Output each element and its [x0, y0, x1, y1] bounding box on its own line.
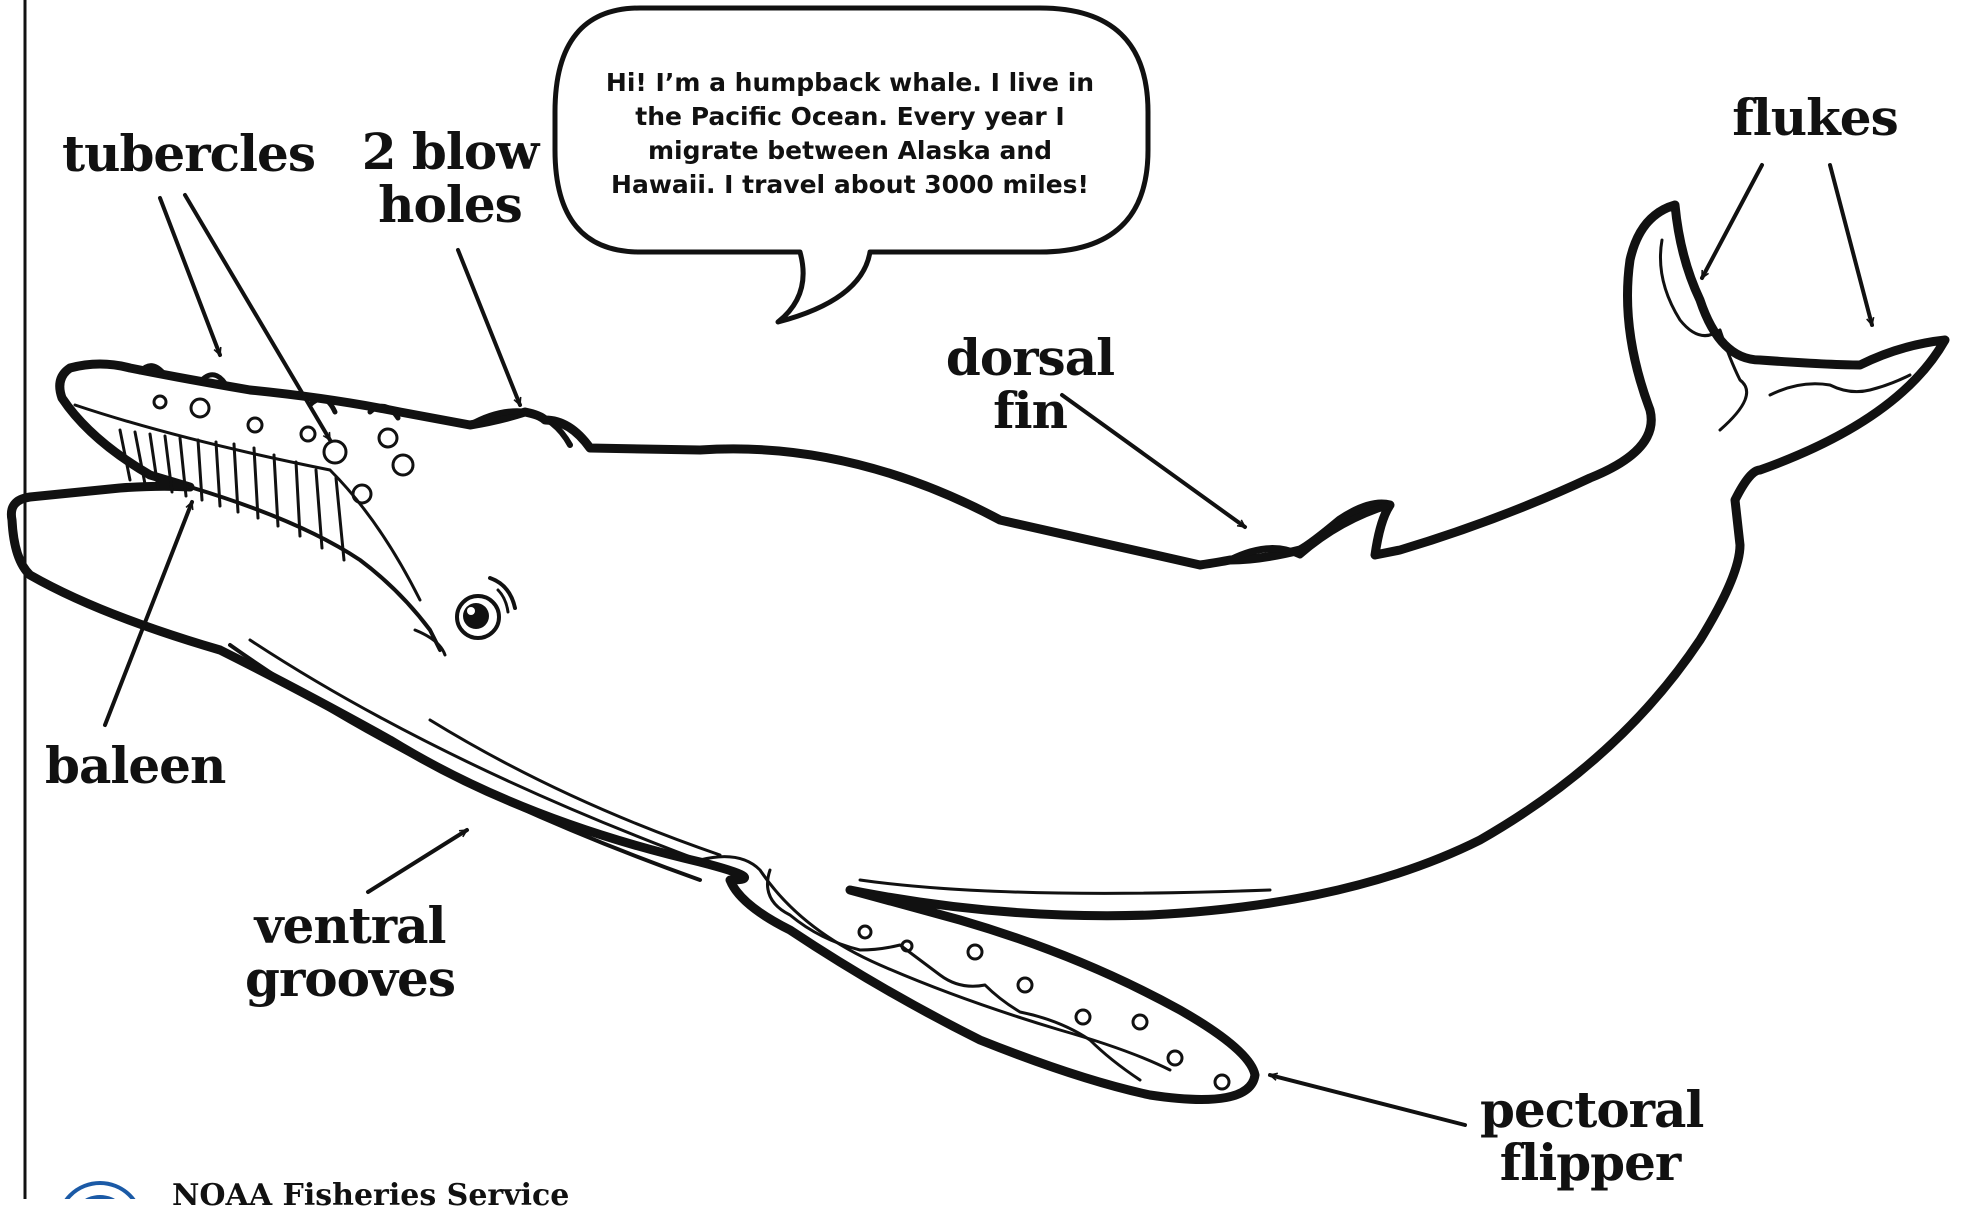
- label-dorsal-fin: dorsal fin: [910, 332, 1150, 437]
- whale-eye-glint: [467, 607, 475, 615]
- dorsal-fin: [1230, 505, 1390, 560]
- label-flukes: flukes: [1730, 92, 1900, 145]
- arrow-blow-holes: [458, 250, 520, 405]
- label-baleen: baleen: [45, 740, 215, 793]
- whale-eyelash: [498, 590, 508, 612]
- arrow-tubercles-1: [160, 198, 220, 355]
- label-ventral-grooves-line1: ventral: [245, 900, 455, 953]
- noaa-logo-icon: [58, 1183, 142, 1199]
- label-blow-holes-line2: holes: [350, 179, 550, 232]
- label-pectoral-flipper-line2: flipper: [1480, 1137, 1700, 1190]
- label-ventral-grooves: ventral grooves: [245, 900, 455, 1005]
- flipper-pattern: [768, 870, 1141, 1080]
- arrow-flukes-2: [1830, 165, 1872, 325]
- baleen-plates: [75, 405, 420, 600]
- ventral-groove-line-2: [250, 640, 720, 868]
- arrow-flukes-1: [1702, 165, 1762, 278]
- footer-agency: NOAA Fisheries Service: [172, 1178, 569, 1213]
- arrow-ventral-grooves: [368, 830, 467, 892]
- label-tubercles: tubercles: [62, 128, 292, 181]
- label-pectoral-flipper-line1: pectoral: [1480, 1084, 1700, 1137]
- ventral-groove-line-4: [860, 880, 1270, 893]
- fluke-pattern-right: [1770, 375, 1910, 395]
- fluke-pattern-left: [1660, 240, 1746, 430]
- arrow-pectoral-flipper: [1270, 1075, 1465, 1125]
- label-blow-holes-line1: 2 blow: [350, 126, 550, 179]
- label-pectoral-flipper: pectoral flipper: [1480, 1084, 1700, 1189]
- speech-bubble-text: Hi! I’m a humpback whale. I live in the …: [600, 66, 1100, 202]
- label-blow-holes: 2 blow holes: [350, 126, 550, 231]
- label-ventral-grooves-line2: grooves: [245, 953, 455, 1006]
- whale-eye-pupil: [463, 603, 489, 629]
